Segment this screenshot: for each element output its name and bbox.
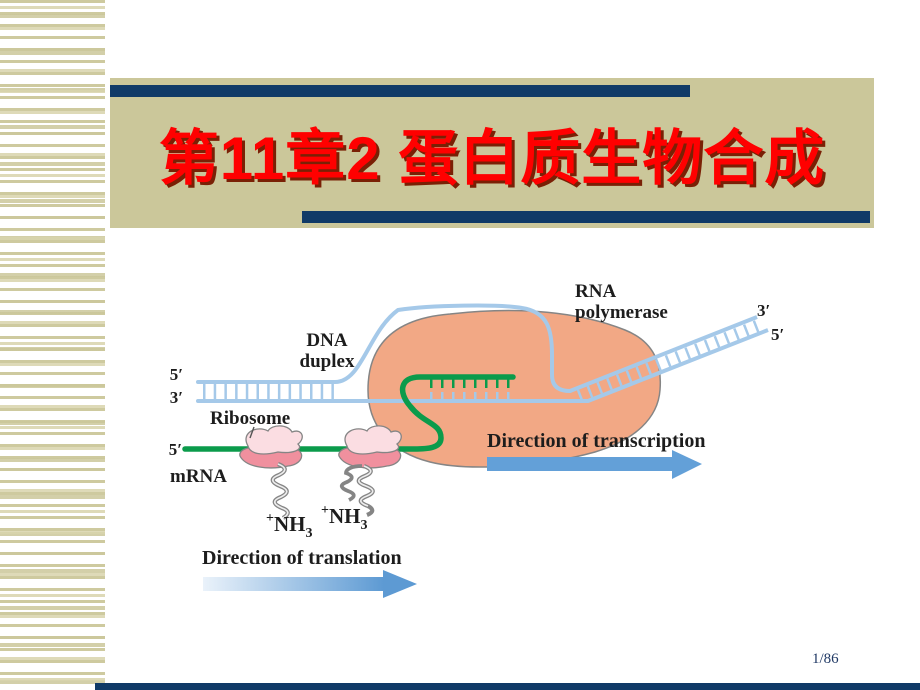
title-bottom-bar [302,211,870,223]
dna-5prime-label: 5′ [170,365,183,384]
ribosome-label: Ribosome [210,408,290,429]
exit-duplex-strand-top [569,315,758,393]
page-indicator: 1/86 [812,651,839,667]
exit-5prime-label: 5′ [771,325,784,344]
ribosome1-small-subunit [245,425,303,455]
amino-terminus-label-2: +NH3 [321,503,367,533]
polypeptide-chain-2 [339,464,375,517]
ribosome-pointer-line [249,426,255,439]
ribosome2-small-subunit [344,425,402,455]
dna-3prime-label: 3′ [170,388,183,407]
exit-3prime-label: 3′ [757,301,770,320]
exit-duplex-strand-bottom [587,328,769,403]
translation-caption: Direction of translation [202,547,402,569]
footer-bar [95,683,920,690]
amino-terminus-label-1: +NH3 [266,511,312,541]
title-background [110,78,874,228]
slide-title: 第11章2 蛋白质生物合成 [158,124,826,192]
rna-polymerase-label-line1: RNA [575,281,616,302]
template-stripe-column [0,0,105,684]
translation-arrow [203,570,417,598]
title-top-bar [110,85,690,97]
mrna-strand [182,374,516,452]
dna-duplex-label-line2: duplex [300,351,355,372]
dna-top-strand [196,303,572,393]
transcription-caption: Direction of transcription [487,430,706,452]
rna-polymerase-blob [367,309,662,468]
mrna-5prime-label: 5′ [169,440,182,459]
dna-duplex-label-line1: DNA [306,330,347,351]
polypeptide-chain-1 [270,462,290,520]
rna-polymerase-label-line2: polymerase [575,302,668,323]
exit-duplex-rungs [576,318,765,402]
mrna-label: mRNA [170,466,227,487]
transcription-arrow [487,450,702,479]
